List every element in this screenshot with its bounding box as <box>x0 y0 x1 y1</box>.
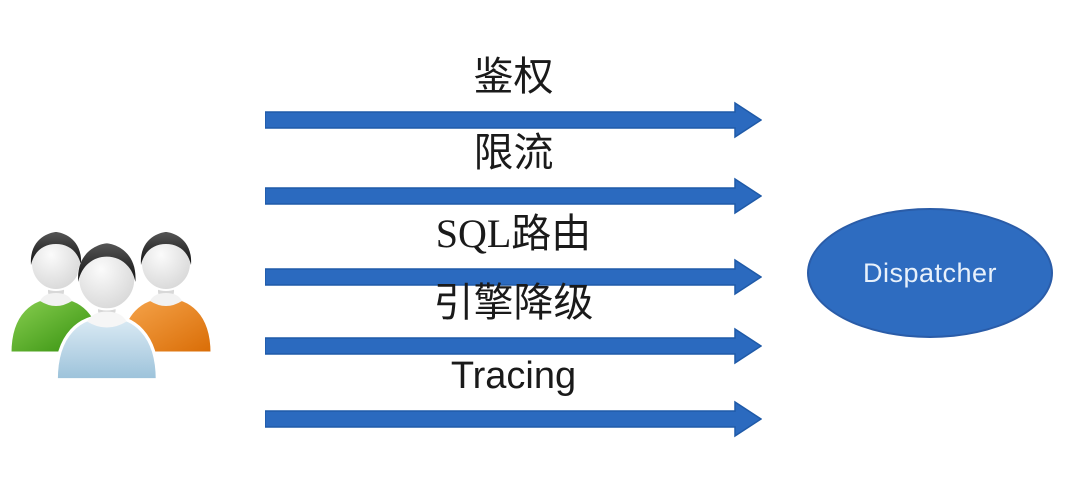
flow-row: SQL路由 <box>265 211 762 297</box>
right-arrow-icon <box>265 327 762 365</box>
flow-row: 限流 <box>265 130 762 216</box>
flow-label: Tracing <box>450 355 577 397</box>
three-users-icon <box>6 220 216 380</box>
dispatcher-label: Dispatcher <box>862 257 998 288</box>
flow-row: Tracing <box>265 353 762 439</box>
user-green <box>8 232 104 355</box>
flow-row: 引擎降级 <box>265 280 762 366</box>
flow-arrows: 鉴权 限流 SQL路由 引擎降级 Tracing <box>265 0 762 498</box>
right-arrow-icon <box>265 258 762 296</box>
right-arrow-icon <box>265 101 762 139</box>
flow-label: 限流 <box>473 130 554 175</box>
three-users-graphic <box>8 232 214 380</box>
right-arrow-icon <box>265 177 762 215</box>
flow-label: SQL路由 <box>435 211 592 256</box>
user-orange <box>118 232 214 355</box>
dispatcher-node: Dispatcher <box>807 208 1053 338</box>
flow-row: 鉴权 <box>265 54 762 140</box>
flow-label: 引擎降级 <box>433 280 594 325</box>
user-blue <box>54 243 160 380</box>
flow-label: 鉴权 <box>473 54 554 99</box>
right-arrow-icon <box>265 400 762 438</box>
